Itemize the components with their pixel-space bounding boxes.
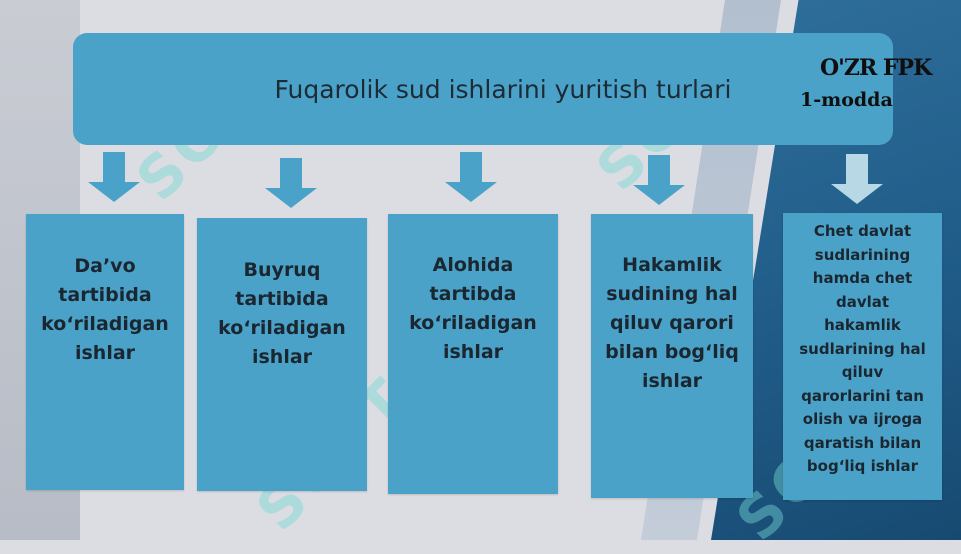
arrow-down-icon bbox=[265, 158, 317, 212]
card-text-line: Alohida bbox=[432, 254, 514, 276]
category-card-arbitration: Hakamlik sudining hal qiluv qarori bilan… bbox=[591, 214, 753, 498]
card-text-line: davlat bbox=[835, 292, 890, 311]
card-text-line: tartibida bbox=[235, 288, 329, 310]
card-text-line: sudining hal bbox=[606, 283, 738, 305]
card-text-line: Buyruq bbox=[243, 259, 321, 281]
arrow-down-icon bbox=[445, 152, 497, 206]
card-text-line: ishlar bbox=[442, 341, 504, 363]
category-card-claim: Da’vo tartibida ko‘riladigan ishlar bbox=[26, 214, 184, 490]
law-reference-article: 1-modda bbox=[800, 89, 893, 111]
card-text-line: bilan bog‘liq bbox=[605, 341, 739, 363]
card-text-line: Chet davlat bbox=[813, 222, 912, 240]
category-card-order: Buyruq tartibida ko‘riladigan ishlar bbox=[197, 218, 367, 491]
card-text-line: olish va ijroga bbox=[802, 410, 923, 428]
card-text-line: qiluv qarori bbox=[610, 312, 734, 334]
card-text-line: ishlar bbox=[74, 342, 136, 364]
diagram-title: Fuqarolik sud ishlarini yuritish turlari bbox=[274, 75, 732, 104]
card-text-line: ko‘riladigan bbox=[409, 312, 537, 334]
title-box: Fuqarolik sud ishlarini yuritish turlari bbox=[73, 33, 893, 145]
card-text-line: Hakamlik bbox=[622, 254, 722, 276]
card-text-line: tartibida bbox=[58, 284, 152, 306]
arrow-down-icon bbox=[88, 152, 140, 206]
card-text-line: qiluv bbox=[841, 363, 884, 381]
category-card-special: Alohida tartibda ko‘riladigan ishlar bbox=[388, 214, 558, 494]
category-card-foreign: Chet davlat sudlarining hamda chet davla… bbox=[783, 213, 942, 500]
card-text-line: qarorlarini tan bbox=[801, 386, 924, 405]
law-reference-code: O'ZR FPK bbox=[820, 55, 932, 81]
card-text-line: ishlar bbox=[641, 370, 703, 392]
card-text-line: hamda chet bbox=[812, 269, 913, 287]
card-text-line: sudlarining bbox=[814, 245, 911, 264]
card-text-line: Da’vo bbox=[74, 255, 136, 277]
card-text-line: bog‘liq ishlar bbox=[806, 457, 919, 475]
arrow-down-icon bbox=[831, 154, 883, 208]
card-text-line: ishlar bbox=[251, 346, 313, 368]
card-text-line: ko‘riladigan bbox=[218, 317, 346, 339]
card-text-line: ko‘riladigan bbox=[41, 313, 169, 335]
card-text-line: sudlarining hal bbox=[799, 339, 926, 358]
card-text-line: hakamlik bbox=[824, 316, 901, 334]
card-text-line: tartibda bbox=[429, 283, 517, 305]
card-text-line: qaratish bilan bbox=[803, 433, 922, 452]
arrow-down-icon bbox=[633, 155, 685, 209]
